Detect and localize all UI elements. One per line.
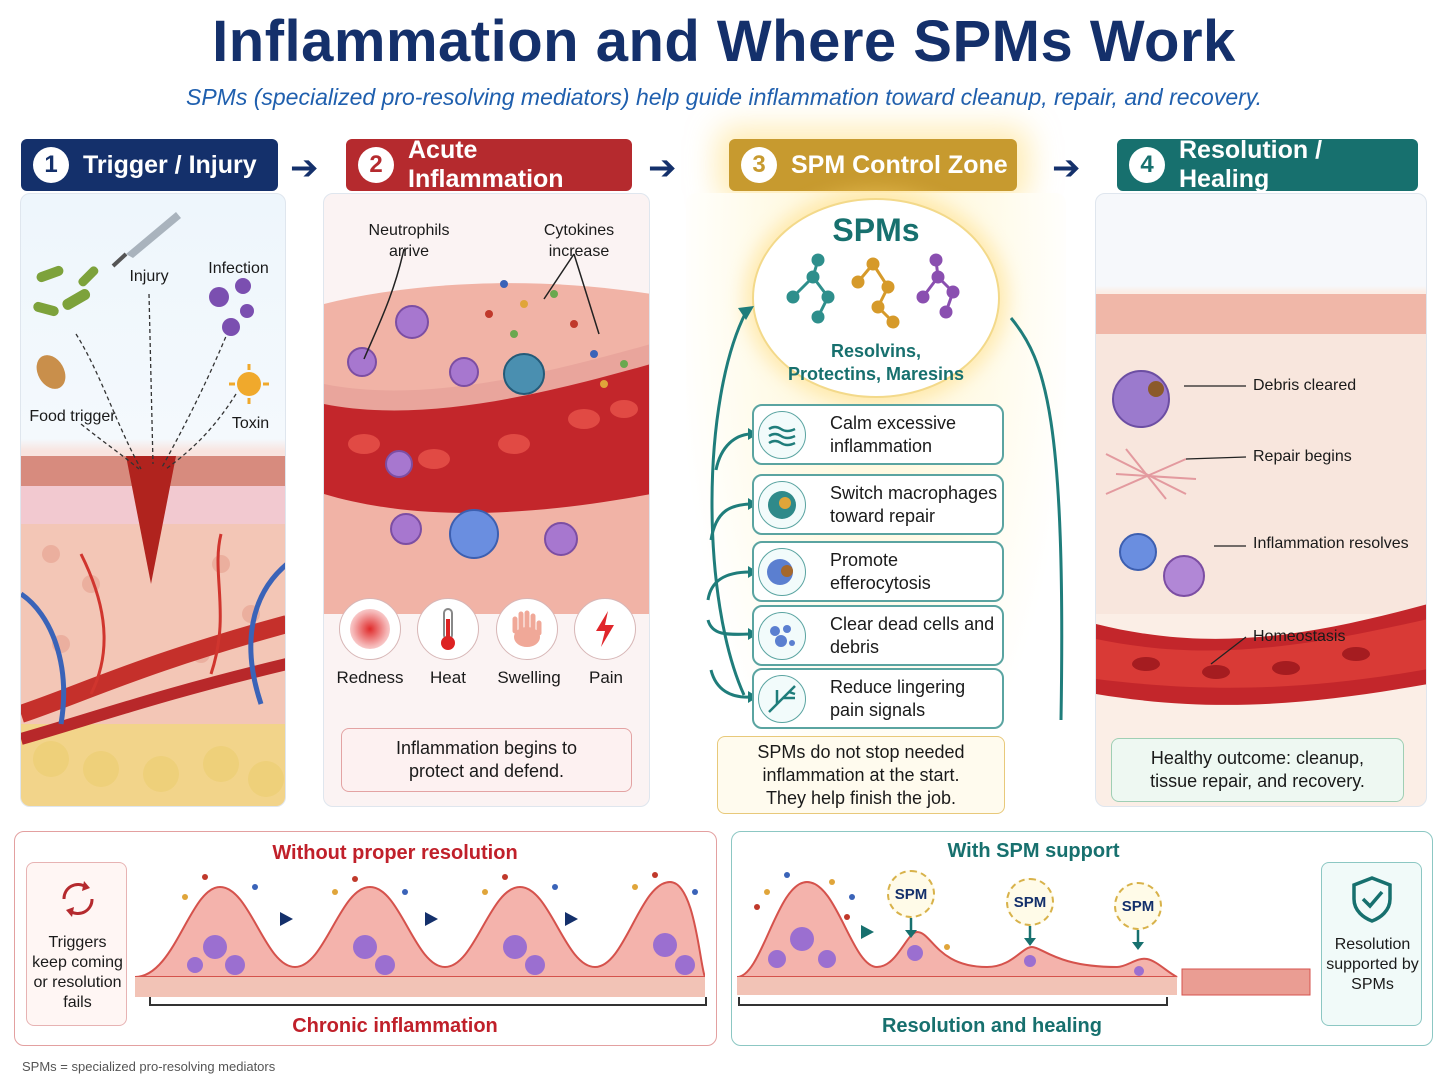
action-label: Reduce lingering pain signals [830, 676, 966, 720]
label-infection: Infection [208, 260, 269, 277]
resolution-waves-illustration [737, 872, 1311, 996]
macrophage-icon [1112, 370, 1170, 428]
bracket [149, 997, 707, 1006]
cycle-text: Triggers keep coming or resolution fails [32, 934, 123, 1011]
thermometer-icon [417, 598, 479, 660]
action-label: Calm excessive inflammation [830, 412, 957, 456]
panel-acute: Neutrophils arrive Cytokines increase [323, 193, 650, 807]
skin-illustration [21, 212, 285, 806]
macrophage-icon [758, 480, 806, 529]
stage-number: 4 [1129, 147, 1165, 183]
symptom-heat: Heat [430, 668, 466, 687]
arrow-right-icon: ➔ [290, 149, 319, 187]
action-switch-macrophages: Switch macrophages toward repair [752, 474, 1004, 535]
neutrophil-icon [347, 305, 578, 556]
action-calm-inflammation: Calm excessive inflammation [752, 404, 1004, 465]
spm-down-arrows [905, 918, 1144, 950]
chronic-title: Without proper resolution [272, 842, 518, 864]
spm-support-box: With SPM support SPM SPM SPM Resolution … [731, 831, 1433, 1046]
action-clear-dead-cells: Clear dead cells and debris [752, 605, 1004, 666]
swelling-hand-icon [496, 598, 558, 660]
label-debris-cleared: Debris cleared [1253, 377, 1357, 394]
stage-header-trigger: 1 Trigger / Injury [21, 139, 278, 191]
spm-title: SPMs [832, 212, 920, 248]
molecule-icons [786, 253, 960, 329]
pain-bolt-icon [574, 598, 636, 660]
nerve-icon [758, 674, 806, 723]
label-food-trigger: Food trigger [29, 408, 116, 425]
macrophage-icon [449, 353, 545, 559]
page-title: Inflammation and Where SPMs Work [212, 9, 1236, 74]
spm-badge: SPM [887, 870, 935, 918]
virus-icon [209, 278, 254, 336]
scalpel-icon [111, 212, 181, 268]
spm-types: Resolvins, Protectins, Maresins [787, 341, 965, 384]
stage-number: 2 [358, 147, 394, 183]
efferocytosis-icon [758, 547, 806, 596]
symptom-pain: Pain [588, 668, 624, 687]
resolution-side-text: Resolution supported by SPMs [1326, 936, 1419, 993]
panel-trigger: Injury Infection Food trigger Toxin [20, 193, 286, 807]
spm-badge: SPM [1006, 878, 1054, 926]
stage-header-acute: 2 Acute Inflammation [346, 136, 632, 193]
label-cytokines: Cytokines increase [543, 222, 615, 260]
action-label: Promote efferocytosis [830, 549, 931, 593]
resolution-callout: Healthy outcome: cleanup, tissue repair,… [1111, 738, 1404, 802]
label-repair-begins: Repair begins [1253, 448, 1352, 465]
stage-header-spm: 3 SPM Control Zone [729, 139, 1017, 191]
arrow-right-icon: ➔ [648, 149, 677, 187]
healed-tissue-illustration [1096, 294, 1426, 705]
label-neutrophils: Neutrophils arrive [368, 222, 450, 260]
resolution-side-box: Resolution supported by SPMs [1321, 862, 1422, 1026]
spm-callout: SPMs do not stop needed inflammation at … [717, 736, 1005, 814]
stage-number: 1 [33, 147, 69, 183]
cytokine-dots [485, 280, 628, 388]
inflamed-tissue-illustration [324, 248, 649, 614]
stage-label: Acute Inflammation [408, 136, 564, 193]
spm-flow-arrows [706, 306, 1064, 720]
footnote: SPMs = specialized pro-resolving mediato… [22, 1059, 276, 1074]
spm-badge: SPM [1114, 882, 1162, 930]
cycle-arrows-icon [62, 881, 94, 917]
peanut-icon [36, 355, 66, 389]
stage-label: Trigger / Injury [83, 150, 257, 179]
stage-label: SPM Control Zone [791, 150, 1008, 179]
chronic-inflammation-box: Without proper resolution Triggers keep … [14, 831, 717, 1046]
chronic-footer: Chronic inflammation [292, 1015, 498, 1037]
stage-label: Resolution / Healing [1179, 136, 1323, 193]
spm-badge-label: SPM [1013, 893, 1047, 911]
resolution-footer: Resolution and healing [881, 1015, 1102, 1037]
waves-icon [758, 410, 806, 459]
panel-resolution: Debris cleared Repair begins Inflammatio… [1095, 193, 1427, 807]
shield-check-icon [1352, 876, 1392, 923]
redness-icon [339, 598, 401, 660]
spm-support-title: With SPM support [947, 840, 1120, 862]
immune-cell-icon [1119, 533, 1205, 597]
action-efferocytosis: Promote efferocytosis [752, 541, 1004, 602]
cycle-box: Triggers keep coming or resolution fails [26, 862, 127, 1026]
stage-number: 3 [741, 147, 777, 183]
action-label: Clear dead cells and debris [830, 613, 995, 657]
acute-callout: Inflammation begins to protect and defen… [341, 728, 632, 792]
label-injury: Injury [129, 268, 169, 285]
action-label: Switch macrophages toward repair [830, 482, 998, 526]
toxin-icon [229, 364, 269, 404]
label-toxin: Toxin [231, 415, 270, 432]
spm-badge-label: SPM [1121, 897, 1155, 915]
dead-cells-icon [758, 611, 806, 660]
chronic-waves-illustration [135, 872, 705, 997]
label-homeostasis: Homeostasis [1253, 628, 1346, 645]
arrow-right-icon: ➔ [1052, 149, 1081, 187]
bacteria-icon [33, 265, 99, 317]
action-reduce-pain: Reduce lingering pain signals [752, 668, 1004, 729]
symptom-redness: Redness [336, 668, 404, 687]
page-subtitle: SPMs (specialized pro-resolving mediator… [186, 84, 1262, 110]
symptom-swelling: Swelling [497, 668, 561, 687]
bracket [738, 997, 1168, 1006]
label-inflammation-resolves: Inflammation resolves [1253, 535, 1409, 552]
spm-badge-label: SPM [894, 885, 928, 903]
stage-header-resolution: 4 Resolution / Healing [1117, 136, 1418, 193]
